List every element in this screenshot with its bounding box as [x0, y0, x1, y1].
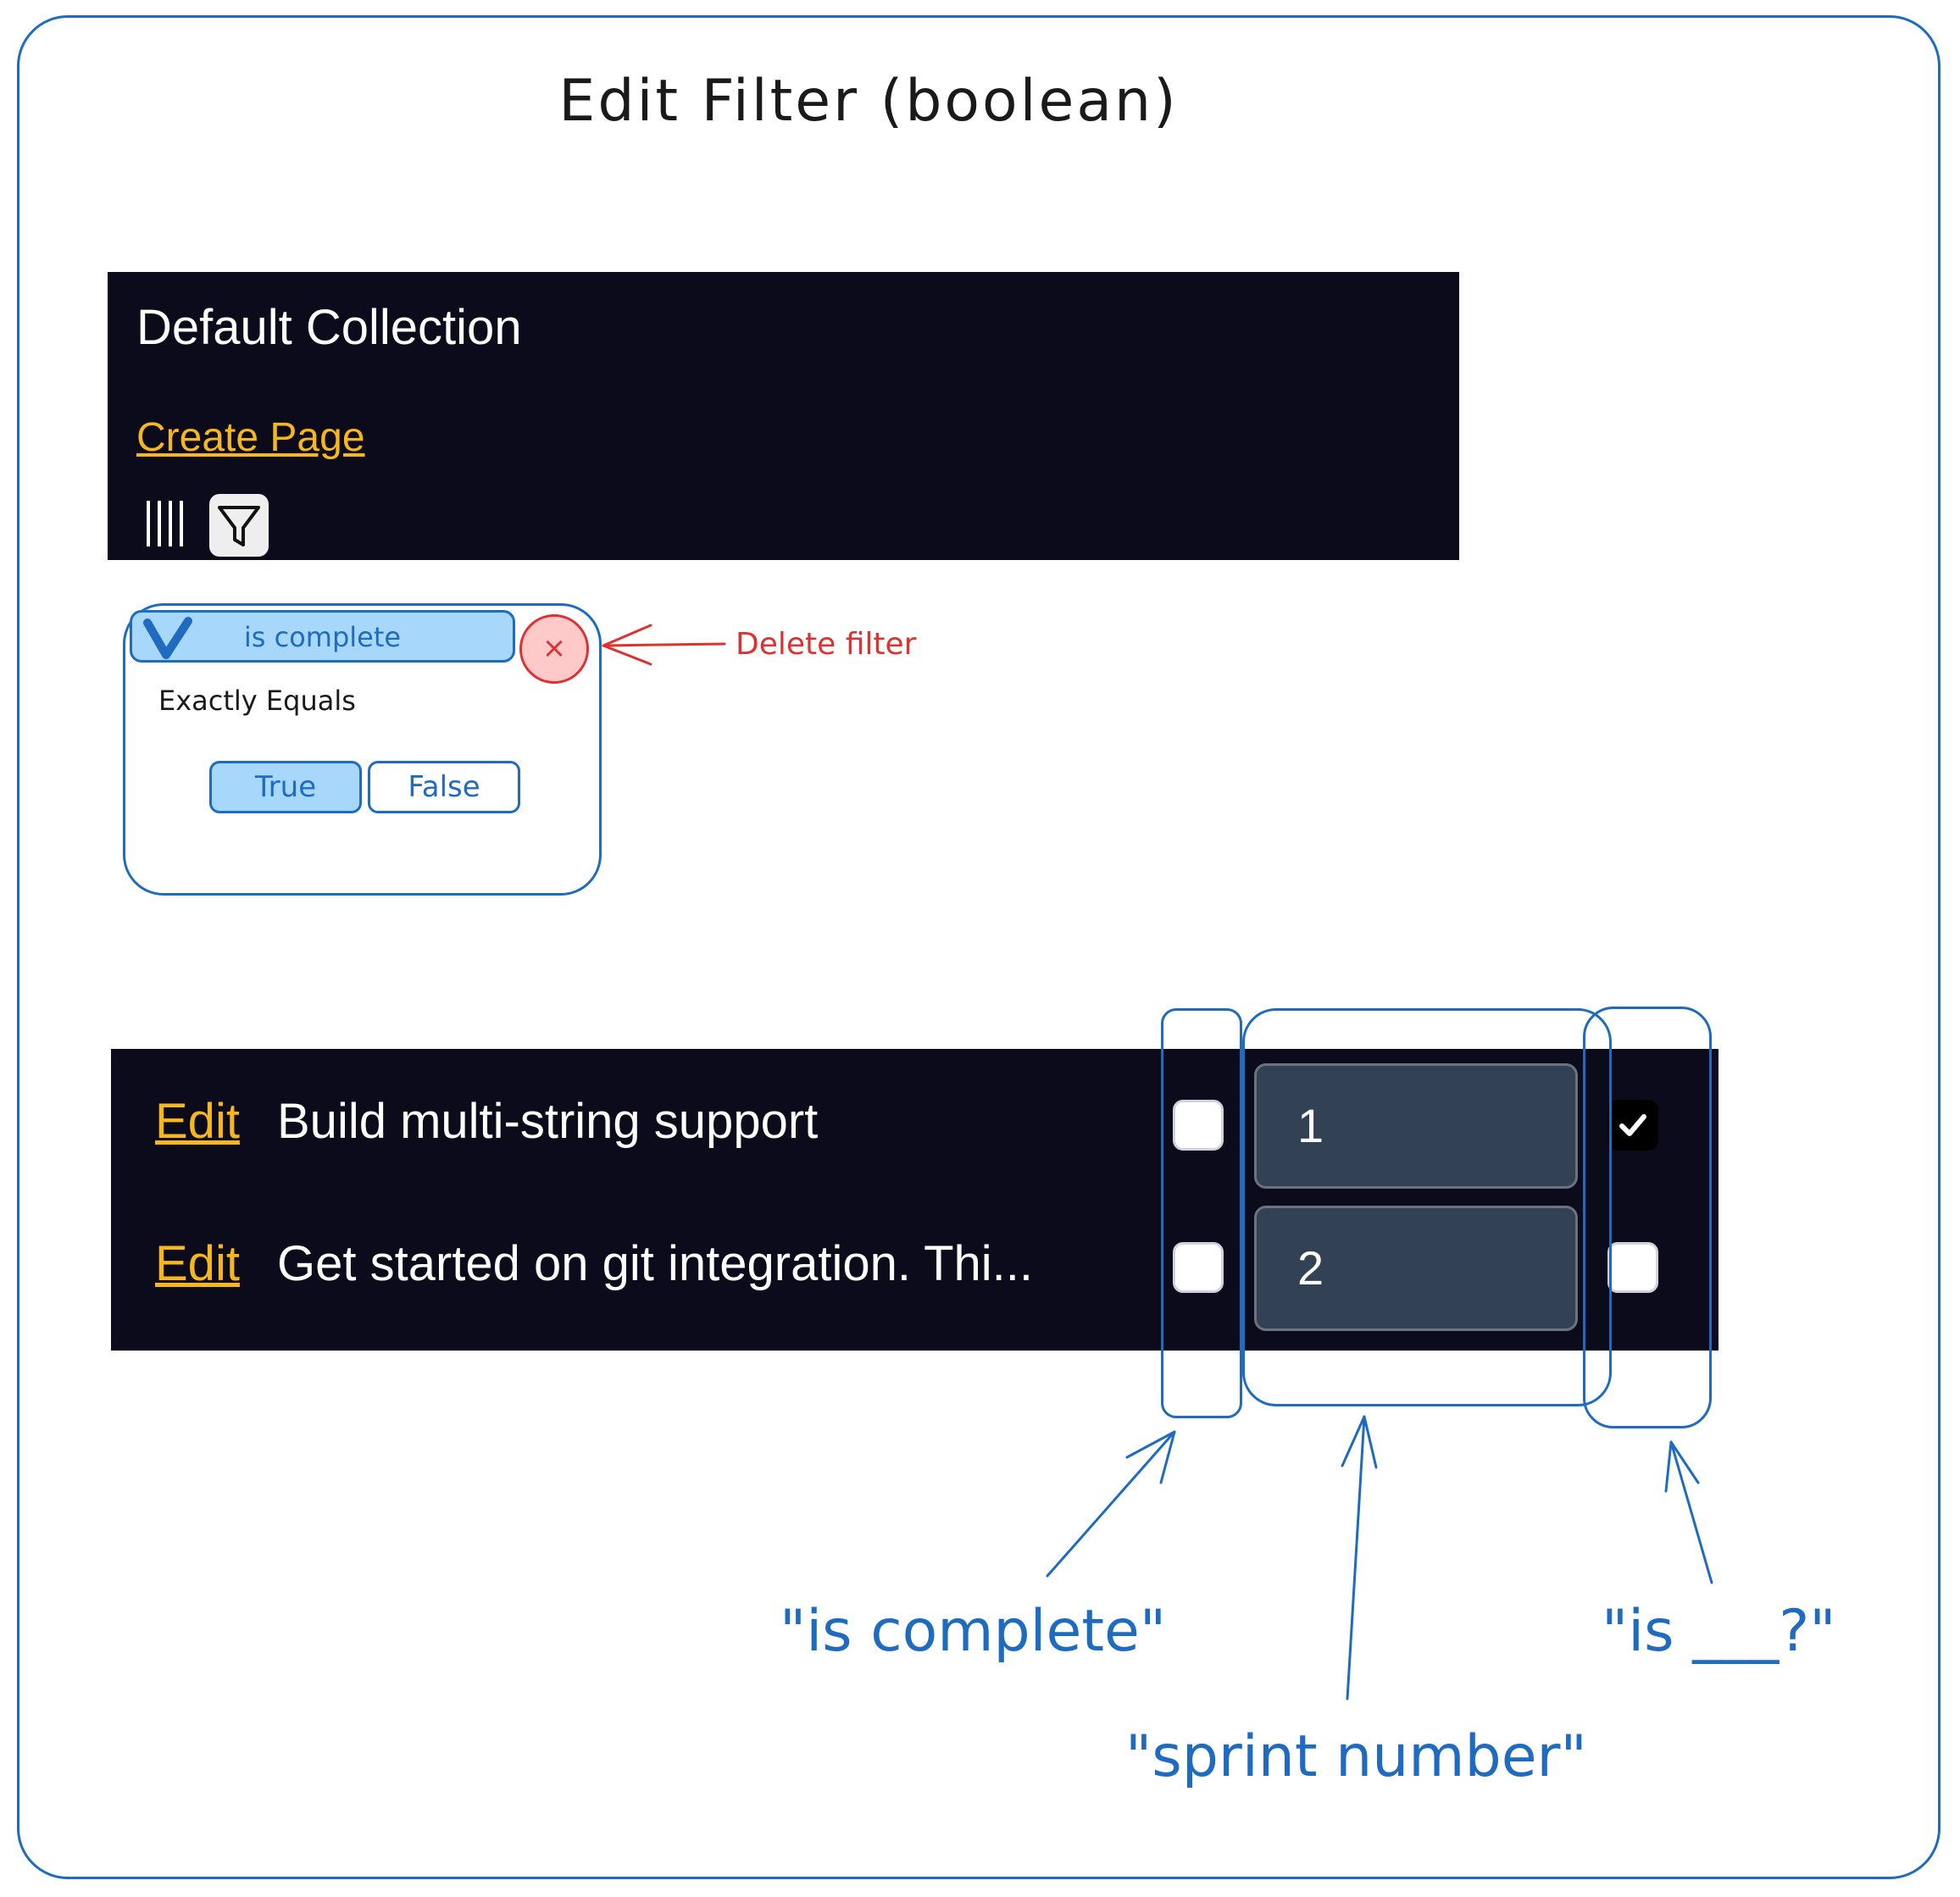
create-page-link[interactable]: Create Page: [136, 415, 365, 460]
is-blank-column-highlight: [1583, 1007, 1712, 1428]
sprint-number-input[interactable]: 2: [1254, 1206, 1578, 1331]
sprint-number-annotation: "sprint number": [1125, 1723, 1587, 1790]
row-title: Build multi-string support: [277, 1094, 819, 1149]
filter-card: [123, 603, 602, 896]
is-complete-annotation: "is complete": [780, 1598, 1167, 1665]
check-icon: [1619, 1114, 1646, 1136]
is-complete-checkbox[interactable]: [1173, 1242, 1224, 1293]
true-option-button[interactable]: True: [209, 761, 362, 813]
sprint-number-input[interactable]: 1: [1254, 1063, 1578, 1189]
filter-icon[interactable]: [209, 494, 269, 557]
is-blank-checkbox[interactable]: [1607, 1100, 1658, 1151]
filter-field-select[interactable]: is complete: [130, 610, 515, 663]
row-title: Get started on git integration. Thi...: [277, 1236, 1033, 1291]
columns-icon[interactable]: [145, 499, 189, 548]
sprint-number-column-highlight: [1242, 1008, 1612, 1406]
filter-operator-label: Exactly Equals: [158, 685, 356, 717]
canvas-frame: [17, 15, 1941, 1879]
is-blank-annotation: "is ___?": [1602, 1598, 1836, 1665]
is-blank-checkbox[interactable]: [1607, 1242, 1658, 1293]
collection-header: Default Collection Create Page: [108, 272, 1459, 560]
collection-title: Default Collection: [136, 300, 522, 355]
is-complete-column-highlight: [1161, 1008, 1242, 1418]
page-title: Edit Filter (boolean): [558, 68, 1179, 135]
filter-field-label: is complete: [243, 621, 402, 653]
chevron-down-icon: [143, 617, 192, 659]
is-complete-checkbox[interactable]: [1173, 1100, 1224, 1151]
row-edit-link[interactable]: Edit: [155, 1236, 240, 1291]
false-option-button[interactable]: False: [368, 761, 520, 813]
row-edit-link[interactable]: Edit: [155, 1094, 240, 1149]
delete-filter-annotation: Delete filter: [736, 627, 917, 662]
delete-filter-button[interactable]: ×: [519, 614, 589, 684]
